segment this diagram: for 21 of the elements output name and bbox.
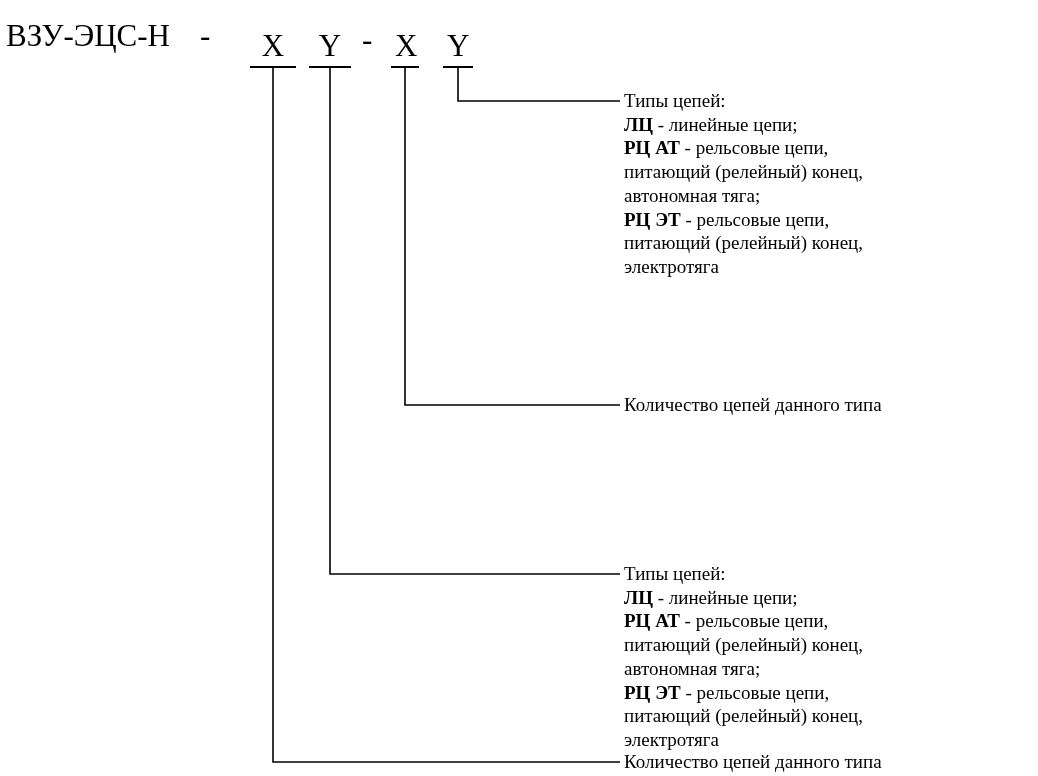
definition-text: РЦ ЭТ - рельсовые цепи, питающий (релейный) конец, электротяга: [624, 680, 865, 752]
definition-text: ЛЦ - линейные цепи;: [624, 585, 799, 610]
definition-text: РЦ АТ - рельсовые цепи, питающий (релейный) конец, автономная тяга;: [624, 609, 865, 681]
leader-line: [329, 67, 621, 575]
code-position: X: [391, 26, 419, 68]
code-position: Y: [443, 26, 473, 68]
annotation-heading: Типы цепей:: [624, 89, 727, 113]
annotation-heading: Типы цепей:: [624, 562, 727, 586]
code-position: X: [250, 26, 296, 68]
separator-dash: -: [362, 21, 373, 59]
leader-line: [457, 67, 621, 102]
annotation-text: Количество цепей данного типа: [620, 750, 882, 774]
code-position: Y: [309, 26, 351, 68]
definition-text: РЦ АТ - рельсовые цепи, питающий (релейный) конец, автономная тяга;: [624, 136, 865, 208]
leader-line: [404, 67, 621, 406]
definition-text: РЦ ЭТ - рельсовые цепи, питающий (релейный) конец, электротяга: [624, 207, 865, 279]
leader-line: [272, 67, 621, 763]
model-code: ВЗУ-ЭЦС-Н: [6, 17, 170, 55]
annotation-text: Количество цепей данного типа: [620, 393, 882, 417]
separator-dash: -: [200, 17, 211, 55]
definition-text: ЛЦ - линейные цепи;: [624, 112, 799, 137]
